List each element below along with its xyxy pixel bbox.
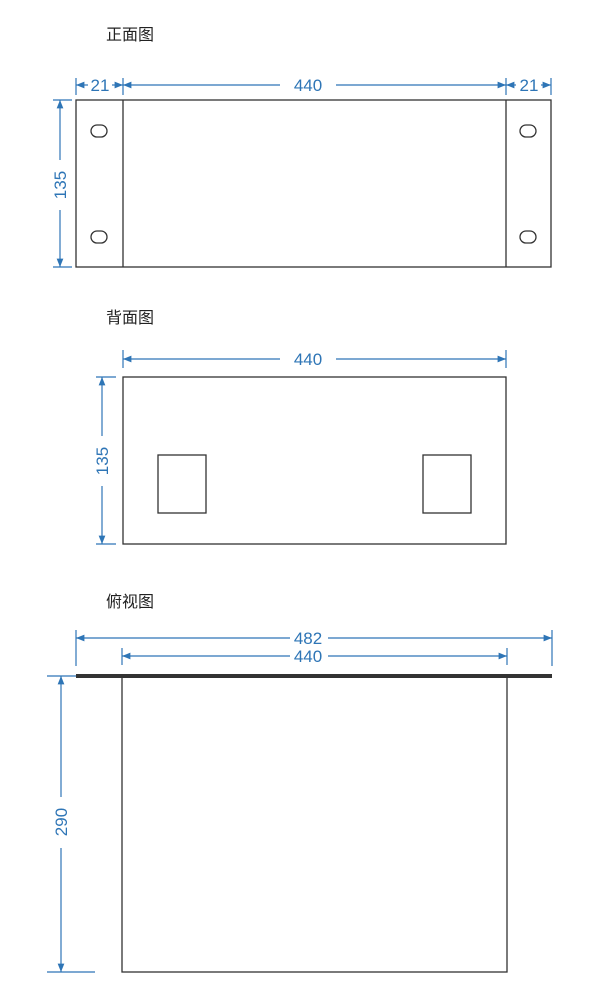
- mounting-slot: [519, 230, 537, 244]
- mounting-slot: [90, 124, 108, 138]
- mounting-slot: [519, 124, 537, 138]
- back-view-title: 背面图: [106, 308, 154, 327]
- front-view-title: 正面图: [106, 25, 154, 44]
- front-dimension-lines: [53, 78, 552, 268]
- dim-height: 135: [51, 171, 70, 199]
- dim-right-ear: 21: [520, 76, 539, 95]
- dim-total-width: 482: [294, 629, 322, 648]
- dim-width: 440: [294, 76, 322, 95]
- dim-width: 440: [294, 350, 322, 369]
- front-panel: [75, 99, 552, 268]
- back-panel: [122, 376, 507, 545]
- chassis-body: [121, 676, 508, 973]
- front-view: 正面图 21 440 21 135: [51, 25, 552, 268]
- rear-port: [422, 454, 472, 514]
- dim-height: 135: [93, 447, 112, 475]
- top-view: 俯视图 482 440 290: [47, 592, 553, 973]
- dim-depth: 290: [52, 808, 71, 836]
- mounting-slot: [90, 230, 108, 244]
- back-view: 背面图 440 135: [93, 308, 507, 545]
- rear-port: [157, 454, 207, 514]
- dim-left-ear: 21: [91, 76, 110, 95]
- top-view-title: 俯视图: [106, 592, 154, 611]
- dim-width: 440: [294, 647, 322, 666]
